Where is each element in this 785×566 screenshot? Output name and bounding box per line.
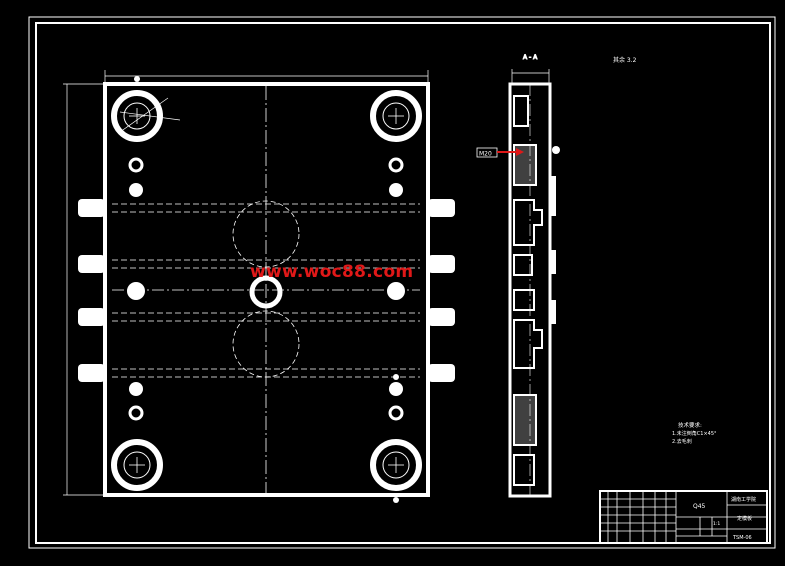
guide-bush-bottom-left	[111, 439, 163, 491]
guide-bush-top-left	[111, 90, 181, 142]
section-label: A - A	[523, 54, 538, 61]
section-view: A - A	[508, 54, 560, 498]
tech-requirements: 技术要求: 1.未注倒角C1×45° 2.去毛刺	[672, 421, 717, 445]
cavity-circle-upper	[232, 200, 300, 268]
guide-bush-bottom-right	[370, 439, 422, 491]
drawing-number: TSM-06	[732, 535, 752, 541]
part-name: 定模板	[737, 515, 752, 522]
water-connectors-right	[428, 199, 455, 382]
sheet-inner-frame	[35, 22, 771, 544]
guide-bush-top-right	[370, 90, 422, 142]
roughness-note: 其余 3.2	[613, 56, 637, 64]
material-text: Q45	[693, 503, 706, 510]
screw-holes	[128, 157, 404, 421]
scale-text: 1:1	[713, 521, 720, 527]
watermark: www.woc88.com	[250, 262, 414, 282]
plate-front-view	[63, 70, 455, 503]
title-block	[599, 490, 768, 544]
tech-requirement-2: 2.去毛刺	[672, 438, 692, 445]
plate-outline	[103, 82, 430, 497]
title-block-text: Q45 湖南工学院 定模板 TSM-06 1:1	[693, 496, 756, 541]
leader-callout: M20	[476, 147, 524, 158]
school-name: 湖南工学院	[731, 496, 756, 503]
sheet-outer-frame	[28, 16, 776, 549]
leader-callout-text: M20	[479, 151, 492, 158]
water-connectors-left	[78, 199, 105, 382]
dowel-holes	[127, 76, 405, 503]
tech-requirements-title: 技术要求:	[678, 421, 702, 429]
cooling-channels	[112, 203, 420, 378]
tech-requirement-1: 1.未注倒角C1×45°	[672, 430, 717, 437]
sprue-bushing	[249, 275, 283, 309]
